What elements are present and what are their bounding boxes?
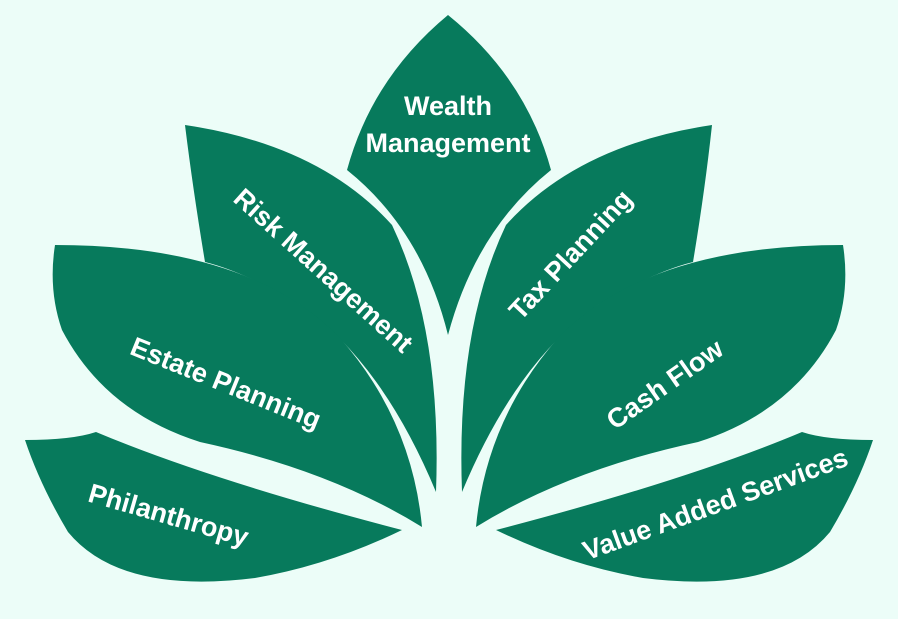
petal-tax-planning <box>461 125 712 492</box>
petal-philanthropy <box>25 432 402 582</box>
label-wealth-line2: Management <box>365 128 530 158</box>
petal-wealth-management <box>347 15 551 335</box>
petal-risk-management <box>185 125 437 492</box>
petal-estate-planning <box>52 245 423 527</box>
petal-cash-flow <box>476 245 846 527</box>
label-wealth-line1: Wealth <box>404 91 492 121</box>
petal-value-added-services <box>496 432 873 582</box>
